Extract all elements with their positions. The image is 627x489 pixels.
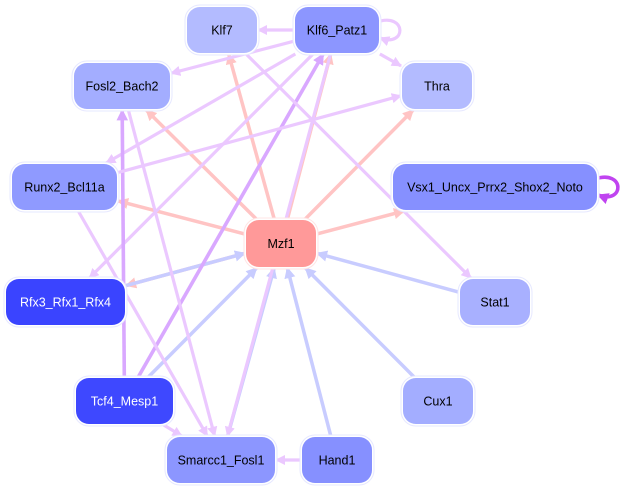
edge-tcf4_mesp1-to-smarcc1_fosl1	[162, 423, 183, 438]
edge-tcf4_mesp1-to-klf6_patz1	[136, 53, 325, 378]
node-label: Rfx3_Rfx1_Rfx4	[20, 296, 111, 310]
node-label: Hand1	[319, 454, 356, 468]
node-rfx3-rfx1-rfx4[interactable]: Rfx3_Rfx1_Rfx4	[3, 276, 128, 328]
node-hand1[interactable]: Hand1	[299, 434, 375, 486]
node-label: Cux1	[423, 395, 452, 409]
node-box[interactable]	[403, 378, 473, 424]
edge-klf6_patz1-to-rfx3_rfx1_rfx4	[88, 52, 315, 280]
edge-tcf4_mesp1-to-fosl2_bach2	[116, 108, 129, 378]
node-box[interactable]	[167, 437, 275, 483]
node-box[interactable]	[74, 63, 170, 109]
self-loop-klf6_patz1	[376, 18, 402, 46]
node-box[interactable]	[393, 164, 597, 210]
node-box[interactable]	[302, 437, 372, 483]
node-box[interactable]	[246, 220, 316, 267]
edge-mzf1-to-vsx1_uncx_prrx2_shox2_noto	[316, 208, 406, 236]
node-label: Mzf1	[267, 237, 294, 251]
node-label: Runx2_Bcl11a	[24, 181, 104, 195]
node-cux1[interactable]: Cux1	[400, 375, 476, 427]
edge-cux1-to-mzf1	[304, 266, 416, 379]
node-label: Vsx1_Uncx_Prrx2_Shox2_Noto	[407, 181, 583, 195]
node-runx2-bcl11a[interactable]: Runx2_Bcl11a	[9, 161, 120, 213]
node-vsx1-uncx-prrx2-shox2-noto[interactable]: Vsx1_Uncx_Prrx2_Shox2_Noto	[390, 161, 600, 213]
node-box[interactable]	[12, 164, 117, 210]
self-loop-vsx1_uncx_prrx2_shox2_noto	[594, 175, 620, 204]
edge-tcf4_mesp1-to-mzf1	[147, 266, 258, 379]
node-box[interactable]	[187, 7, 257, 53]
node-tcf4-mesp1[interactable]: Tcf4_Mesp1	[73, 375, 176, 427]
node-label: Smarcc1_Fosl1	[178, 454, 265, 468]
node-stat1[interactable]: Stat1	[457, 276, 533, 328]
node-box[interactable]	[76, 378, 173, 424]
edge-rfx3_rfx1_rfx4-to-mzf1	[125, 250, 247, 288]
edge-runx2_bcl11a-to-thra	[117, 93, 402, 175]
node-thra[interactable]: Thra	[399, 60, 475, 112]
node-label: Fosl2_Bach2	[86, 80, 159, 94]
node-label: Tcf4_Mesp1	[91, 395, 158, 409]
node-smarcc1-fosl1[interactable]: Smarcc1_Fosl1	[164, 434, 278, 486]
node-klf7[interactable]: Klf7	[184, 4, 260, 56]
node-box[interactable]	[402, 63, 472, 109]
edges-layer	[76, 18, 620, 466]
edge-stat1-to-mzf1	[315, 250, 460, 294]
node-fosl2-bach2[interactable]: Fosl2_Bach2	[71, 60, 173, 112]
node-klf6-patz1[interactable]: Klf6_Patz1	[292, 4, 382, 56]
node-label: Klf6_Patz1	[307, 24, 368, 38]
edge-klf6_patz1-to-thra	[379, 52, 402, 68]
edge-fosl2_bach2-to-smarcc1_fosl1	[126, 109, 218, 437]
edge-klf6_patz1-to-fosl2_bach2	[170, 39, 295, 76]
node-label: Thra	[424, 80, 450, 94]
node-label: Klf7	[211, 24, 233, 38]
node-mzf1[interactable]: Mzf1	[243, 217, 319, 270]
node-box[interactable]	[6, 279, 125, 325]
node-label: Stat1	[480, 296, 509, 310]
edge-runx2_bcl11a-to-smarcc1_fosl1	[76, 210, 209, 437]
edge-hand1-to-mzf1	[284, 266, 333, 437]
edge-klf7-to-stat1	[244, 52, 473, 280]
node-box[interactable]	[460, 279, 530, 325]
node-box[interactable]	[295, 7, 379, 53]
